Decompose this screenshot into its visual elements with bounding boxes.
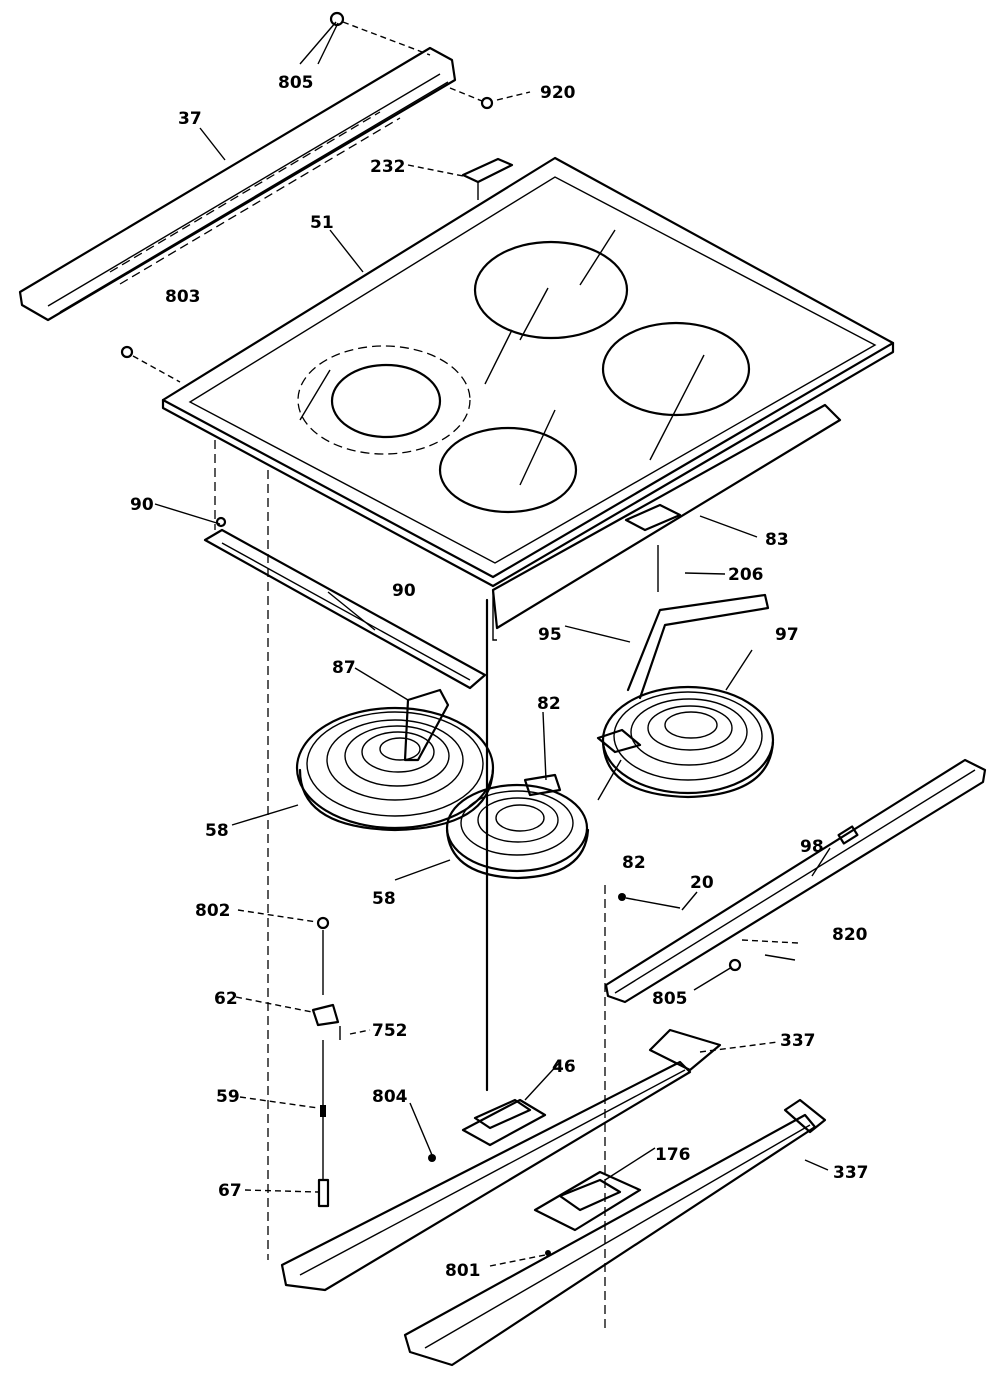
callout-62: 62	[214, 989, 238, 1009]
surface-element-right	[596, 685, 775, 799]
callout-82-a: 82	[537, 694, 561, 714]
screw-804	[428, 1154, 436, 1162]
callout-58-b: 58	[372, 889, 396, 909]
screw-801	[545, 1250, 551, 1256]
callout-801: 801	[445, 1261, 481, 1281]
callout-337-b: 337	[833, 1163, 869, 1183]
screw-67	[317, 1178, 330, 1208]
callout-59: 59	[216, 1087, 240, 1107]
callout-67: 67	[218, 1181, 242, 1201]
callout-95: 95	[538, 625, 562, 645]
lower-rail-upper	[280, 1028, 722, 1292]
callout-20: 20	[690, 873, 714, 893]
hinge-bracket	[461, 157, 514, 200]
spacer-59	[320, 1040, 326, 1180]
cabinet-outline	[214, 440, 606, 1330]
clip-20	[618, 893, 681, 909]
callout-805-top: 805	[278, 73, 314, 93]
callout-90-b: 90	[392, 581, 416, 601]
lower-rail-lower	[403, 1098, 827, 1367]
switch-block-46	[461, 1098, 547, 1147]
screw-805-top	[329, 11, 431, 56]
callout-83: 83	[765, 530, 789, 550]
callout-804: 804	[372, 1087, 408, 1107]
callout-46: 46	[552, 1057, 576, 1077]
callout-206: 206	[728, 565, 764, 585]
clip-62	[311, 1003, 340, 1027]
leader-lines	[154, 21, 831, 1267]
switch-block-176	[533, 1170, 642, 1232]
callout-920: 920	[540, 83, 576, 103]
fastener-802	[316, 916, 330, 995]
callout-820: 820	[832, 925, 868, 945]
top-trim-strip	[18, 46, 457, 322]
front-trim	[203, 516, 487, 690]
screw-820	[764, 954, 796, 961]
callout-802: 802	[195, 901, 231, 921]
large-surface-element-left	[295, 688, 495, 832]
terminal-block-206	[624, 503, 682, 592]
cooktop-glass	[161, 156, 895, 588]
callout-90-a: 90	[130, 495, 154, 515]
callout-176: 176	[655, 1145, 691, 1165]
callout-805-bottom: 805	[652, 989, 688, 1009]
screw-920	[449, 87, 494, 110]
element-bracket	[626, 593, 770, 700]
callout-803: 803	[165, 287, 201, 307]
callout-37: 37	[178, 109, 202, 129]
callout-87: 87	[332, 658, 356, 678]
callout-58-a: 58	[205, 821, 229, 841]
callout-337-a: 337	[780, 1031, 816, 1051]
callout-82-b: 82	[622, 853, 646, 873]
side-frame-right	[491, 403, 842, 641]
callout-51: 51	[310, 213, 334, 233]
small-surface-element-middle	[445, 773, 590, 880]
rod-assembly	[604, 758, 987, 1004]
screw-803	[120, 345, 181, 383]
callout-98: 98	[800, 837, 824, 857]
screw-805-bottom	[728, 958, 742, 972]
callout-752: 752	[372, 1021, 408, 1041]
callout-232: 232	[370, 157, 406, 177]
callout-97: 97	[775, 625, 799, 645]
